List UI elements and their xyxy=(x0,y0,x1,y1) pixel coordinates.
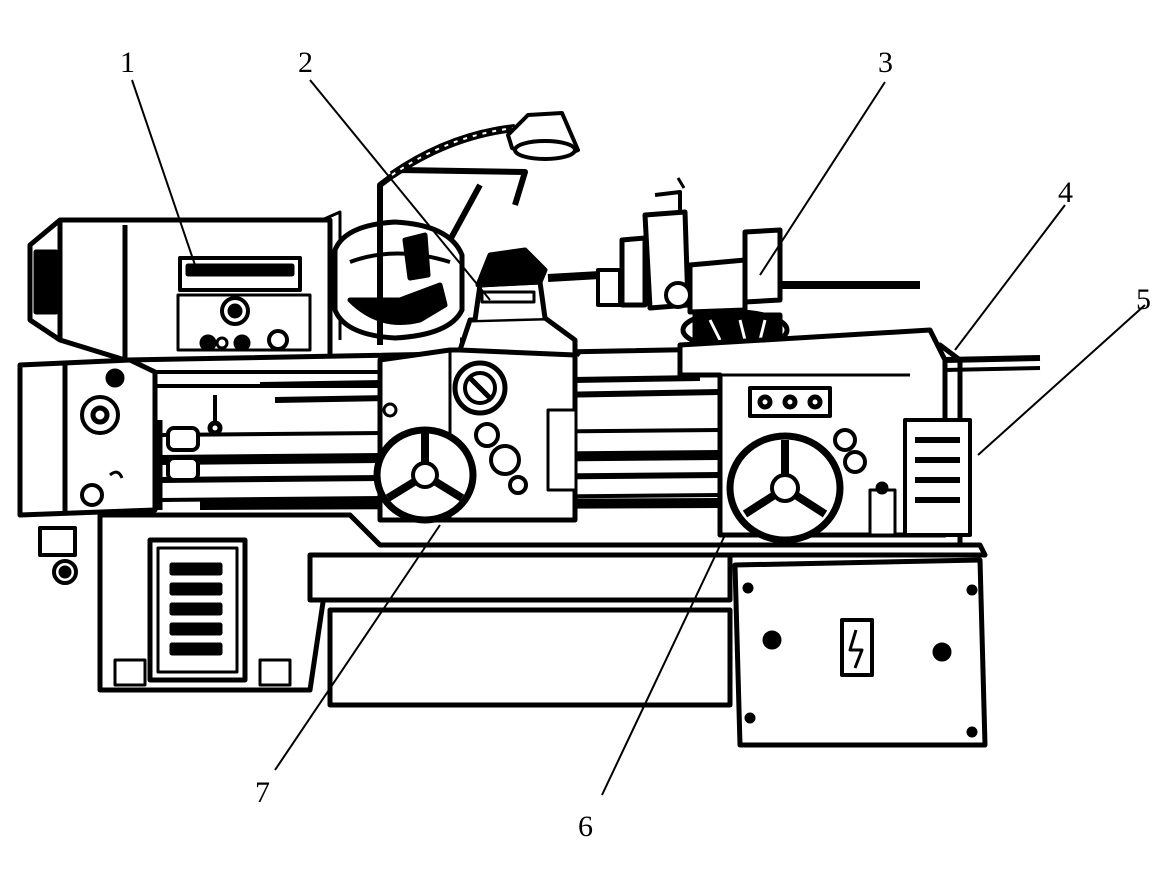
gearbox xyxy=(17,357,223,585)
callout-label-4: 4 xyxy=(1058,176,1073,209)
turret-head xyxy=(547,177,920,351)
callout-label-5: 5 xyxy=(1136,283,1151,316)
leader-4 xyxy=(954,204,1066,351)
tool-post xyxy=(457,247,578,358)
leader-5 xyxy=(977,304,1146,456)
leader-6 xyxy=(601,534,726,796)
bed-base xyxy=(97,512,988,748)
callout-label-2: 2 xyxy=(298,46,313,79)
leader-3 xyxy=(759,81,886,276)
leader-1 xyxy=(131,79,196,266)
callout-label-6: 6 xyxy=(578,810,593,843)
leader-7 xyxy=(274,524,441,771)
chuck-guard xyxy=(332,219,465,341)
leader-lines xyxy=(131,79,1146,796)
callout-label-1: 1 xyxy=(120,46,135,79)
carriage-handwheel xyxy=(373,426,477,524)
tailstock-handwheel xyxy=(726,432,844,544)
work-lamp xyxy=(377,111,580,345)
callout-label-7: 7 xyxy=(255,776,270,809)
leader-2 xyxy=(309,79,491,301)
headstock xyxy=(27,210,342,363)
callout-label-3: 3 xyxy=(878,46,893,79)
